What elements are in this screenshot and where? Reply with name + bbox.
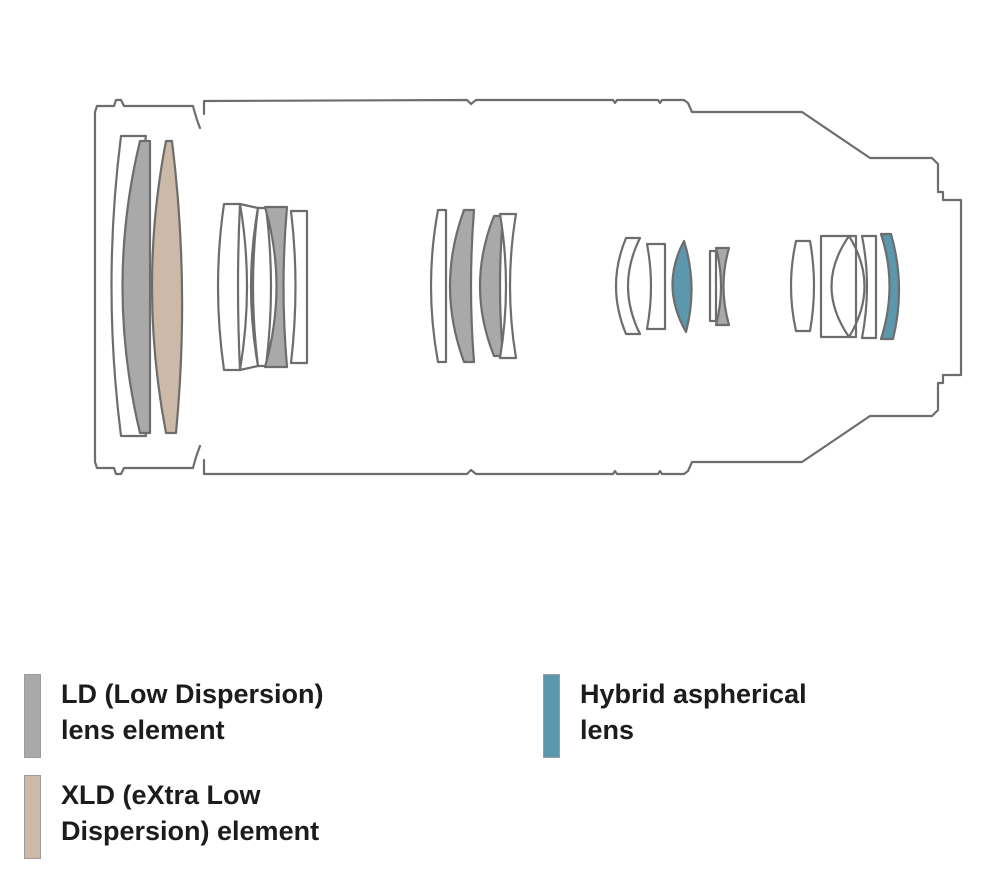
ld-color-swatch: [24, 674, 41, 758]
group3-ld-element-2: [478, 214, 505, 358]
legend-item-hybrid-aspherical: Hybrid aspherical lens: [543, 674, 807, 758]
group4-hybrid-aspherical-element: [671, 239, 693, 334]
legend-item-xld: XLD (eXtra Low Dispersion) element: [24, 775, 319, 859]
group5-element-4: [860, 234, 878, 340]
group4-element-4: [708, 249, 718, 323]
xld-color-swatch: [24, 775, 41, 859]
front-xld-element: [150, 139, 184, 435]
group4-element-2: [645, 242, 667, 331]
lens-construction-diagram: [93, 98, 963, 476]
group2-element-1: [216, 202, 242, 372]
group5-element-2: [819, 234, 851, 339]
group3-element-1: [429, 208, 448, 364]
group2-element-3: [251, 206, 273, 368]
group5-hybrid-aspherical-element: [879, 232, 901, 341]
ld-legend-label: LD (Low Dispersion) lens element: [61, 679, 324, 745]
group5-element-1: [789, 239, 816, 333]
front-ld-element: [121, 139, 152, 435]
group2-ld-element: [263, 205, 289, 369]
group5-element-3: [847, 234, 866, 339]
group4-ld-element: [714, 246, 731, 327]
hybrid-aspherical-color-swatch: [543, 674, 560, 758]
lens-barrel-outline: [93, 98, 963, 476]
hybrid-aspherical-legend-label: Hybrid aspherical lens: [580, 679, 807, 745]
group2-element-5: [289, 209, 309, 365]
group4-element-1: [614, 236, 642, 336]
group3-element-4: [498, 212, 518, 360]
legend-item-ld: LD (Low Dispersion) lens element: [24, 674, 324, 758]
group3-ld-element-1: [448, 208, 476, 364]
xld-legend-label: XLD (eXtra Low Dispersion) element: [61, 780, 320, 846]
